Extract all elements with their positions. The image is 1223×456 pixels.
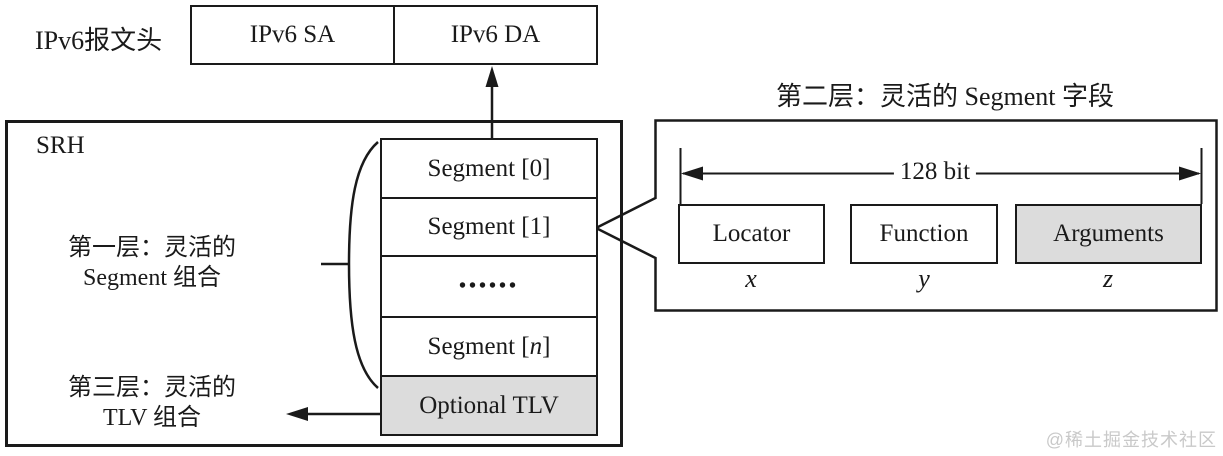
- optional-tlv-row: Optional TLV: [382, 377, 596, 434]
- ipv6-header-box: IPv6 SA IPv6 DA: [190, 5, 598, 65]
- ipv6-da-cell: IPv6 DA: [393, 7, 596, 63]
- dimension-right-arrow-icon: [1179, 166, 1201, 181]
- segment-stack: Segment [0] Segment [1] •••••• Segment […: [380, 138, 598, 436]
- segment-n-suffix: ]: [542, 332, 551, 360]
- watermark: @稀土掘金技术社区: [1045, 430, 1217, 450]
- segment-0-row: Segment [0]: [382, 140, 596, 199]
- srh-title: SRH: [36, 132, 85, 159]
- segment-ellipsis-row: ••••••: [382, 257, 596, 318]
- up-arrow-head-icon: [485, 66, 499, 87]
- arguments-bits-var: z: [1102, 264, 1114, 293]
- locator-bits-var: x: [745, 264, 757, 293]
- layer1-label-line2: Segment 组合: [83, 265, 221, 291]
- segment-n-prefix: Segment [: [427, 332, 530, 360]
- segment-detail-title: 第二层：灵活的 Segment 字段: [776, 82, 1114, 111]
- arguments-field-box: Arguments: [1015, 204, 1202, 264]
- srh-box: [5, 120, 623, 447]
- segment-1-row: Segment [1]: [382, 199, 596, 257]
- locator-field-box: Locator: [678, 204, 825, 264]
- ipv6-sa-cell: IPv6 SA: [249, 21, 336, 48]
- function-bits-var: y: [918, 264, 930, 293]
- layer3-label: 第三层：灵活的 TLV 组合: [36, 373, 268, 433]
- segment-n-var: n: [529, 332, 543, 360]
- layer1-label-line1: 第一层：灵活的: [68, 235, 236, 261]
- layer3-label-line1: 第三层：灵活的: [68, 375, 236, 401]
- dimension-left-arrow-icon: [681, 166, 703, 181]
- bit-width-label: 128 bit: [893, 158, 977, 186]
- layer3-label-line2: TLV 组合: [102, 405, 201, 431]
- layer1-label: 第一层：灵活的 Segment 组合: [36, 233, 268, 293]
- function-field-box: Function: [850, 204, 998, 264]
- segment-n-row: Segment [n]: [382, 318, 596, 377]
- ipv6-header-label: IPv6报文头: [35, 26, 163, 55]
